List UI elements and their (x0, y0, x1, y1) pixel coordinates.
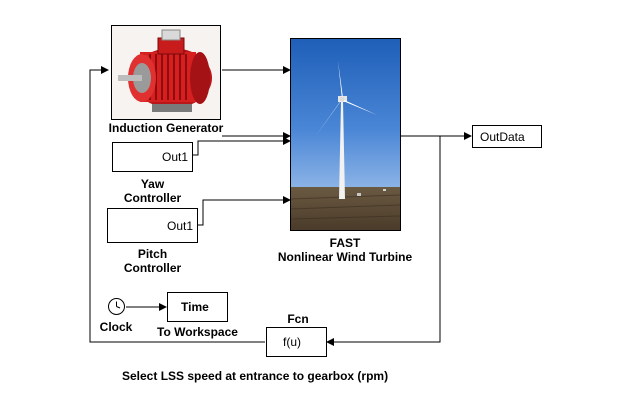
fcn-expression: f(u) (283, 335, 301, 349)
fast-label-line1: FAST (329, 236, 361, 250)
wire-fcn-to-generator (89, 66, 265, 343)
wind-turbine-icon (291, 39, 400, 230)
fcn-title: Fcn (287, 312, 309, 326)
to-workspace-text: Time (181, 300, 209, 314)
yaw-label-line1: Yaw (140, 177, 165, 191)
wire-fast-to-fcn (326, 136, 441, 346)
yaw-label-line2: Controller (123, 191, 182, 205)
motor-icon (112, 26, 220, 119)
to-workspace-block[interactable]: Time (167, 292, 228, 322)
outdata-block[interactable]: OutData (472, 125, 542, 148)
yaw-controller-label: Yaw Controller (112, 177, 193, 205)
pitch-label-line2: Controller (123, 261, 182, 275)
pitch-controller-block[interactable]: Out1 (107, 208, 198, 243)
outdata-text: OutData (480, 130, 525, 144)
fcn-block[interactable]: f(u) (266, 327, 327, 357)
fast-label-line2: Nonlinear Wind Turbine (277, 250, 413, 264)
induction-generator-label: Induction Generator (108, 121, 224, 135)
diagram-caption: Select LSS speed at entrance to gearbox … (122, 369, 389, 383)
wire-pitch-to-fast (198, 196, 291, 226)
pitch-label-line1: Pitch (137, 247, 168, 261)
fast-turbine-block[interactable] (290, 38, 401, 231)
wire-yaw-to-fast (192, 137, 291, 156)
clock-block[interactable] (108, 298, 125, 315)
pitch-controller-label: Pitch Controller (107, 247, 198, 275)
clock-icon (116, 301, 121, 309)
induction-generator-block[interactable] (111, 25, 221, 120)
pitch-out1-port: Out1 (166, 219, 193, 233)
yaw-out1-port: Out1 (161, 150, 188, 164)
clock-label: Clock (99, 320, 133, 334)
fast-turbine-label: FAST Nonlinear Wind Turbine (255, 236, 435, 264)
to-workspace-label: To Workspace (157, 325, 238, 339)
yaw-controller-block[interactable]: Out1 (112, 142, 193, 172)
